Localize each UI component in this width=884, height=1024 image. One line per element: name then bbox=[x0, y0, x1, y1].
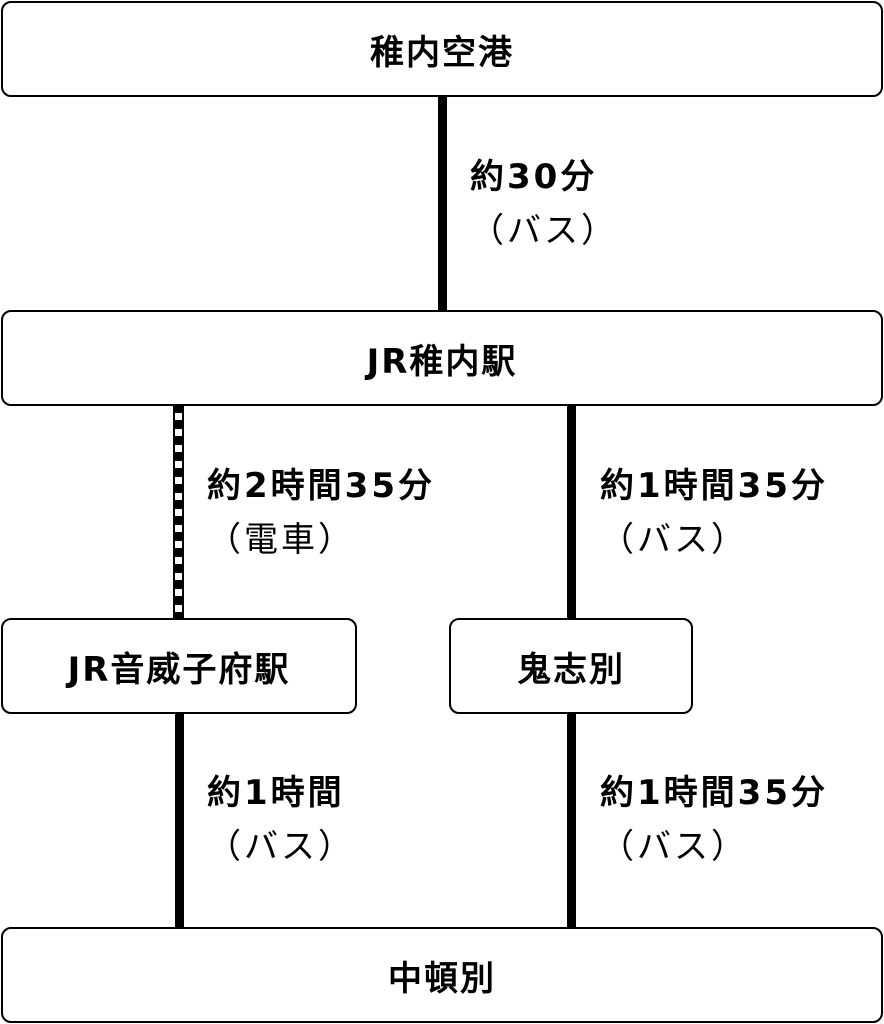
station-jr-wakkanai: JR稚内駅 bbox=[1, 310, 883, 406]
route-mode: （バス） bbox=[207, 827, 355, 867]
route-line-airport-to-wakkanai bbox=[438, 96, 447, 312]
station-label: 稚内空港 bbox=[370, 32, 514, 73]
route-label-otoineppu-to-nakatonbetsu: 約1時間 （バス） bbox=[207, 766, 355, 874]
route-mode: （バス） bbox=[470, 211, 618, 251]
route-label-airport-to-wakkanai: 約30分 （バス） bbox=[470, 150, 618, 258]
route-label-wakkanai-to-otoineppu: 約2時間35分 （電車） bbox=[207, 459, 435, 567]
station-wakkanai-airport: 稚内空港 bbox=[1, 1, 883, 97]
route-label-wakkanai-to-onishibetsu: 約1時間35分 （バス） bbox=[600, 459, 828, 567]
rail-line-wakkanai-to-otoineppu bbox=[173, 404, 184, 620]
route-line-onishibetsu-to-nakatonbetsu bbox=[567, 712, 576, 928]
route-duration: 約30分 bbox=[470, 157, 598, 197]
route-duration: 約1時間 bbox=[207, 773, 345, 813]
route-label-onishibetsu-to-nakatonbetsu: 約1時間35分 （バス） bbox=[600, 766, 828, 874]
route-duration: 約1時間35分 bbox=[600, 466, 828, 506]
station-label: 鬼志別 bbox=[517, 649, 625, 690]
station-onishibetsu: 鬼志別 bbox=[449, 618, 693, 714]
route-duration: 約2時間35分 bbox=[207, 466, 435, 506]
route-duration: 約1時間35分 bbox=[600, 773, 828, 813]
station-label: JR音威子府駅 bbox=[67, 649, 291, 690]
station-jr-otoineppu: JR音威子府駅 bbox=[1, 618, 357, 714]
route-mode: （バス） bbox=[600, 827, 748, 867]
route-mode: （バス） bbox=[600, 520, 748, 560]
station-label: JR稚内駅 bbox=[366, 341, 518, 382]
route-line-wakkanai-to-onishibetsu bbox=[567, 404, 576, 620]
station-nakatonbetsu: 中頓別 bbox=[1, 927, 883, 1023]
route-mode: （電車） bbox=[207, 520, 355, 560]
station-label: 中頓別 bbox=[388, 958, 496, 999]
route-line-otoineppu-to-nakatonbetsu bbox=[175, 712, 184, 928]
